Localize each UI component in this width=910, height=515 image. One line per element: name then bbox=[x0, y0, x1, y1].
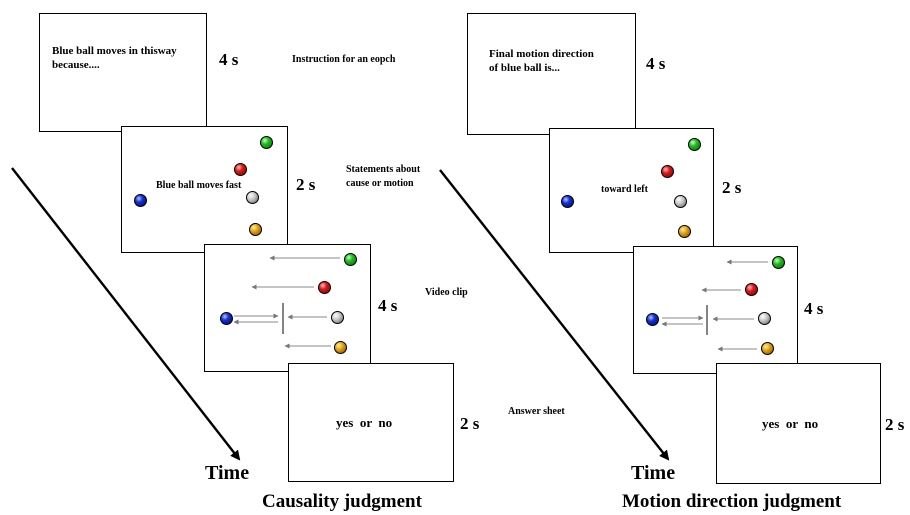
answer-sheet-frame: yes or no bbox=[716, 363, 881, 484]
statement-duration: 2 s bbox=[296, 175, 316, 194]
red-ball bbox=[318, 281, 331, 294]
gold-ball bbox=[761, 342, 774, 355]
green-ball bbox=[772, 256, 785, 269]
video-clip-duration: 4 s bbox=[804, 299, 824, 318]
instruction-text-line1: Final motion direction bbox=[489, 48, 594, 60]
red-ball bbox=[745, 283, 758, 296]
blue-ball bbox=[561, 195, 574, 208]
grey-ball bbox=[331, 311, 344, 324]
instruction-text-line1: Blue ball moves in thisway bbox=[52, 45, 177, 57]
answer-text: yes or no bbox=[336, 415, 393, 430]
instruction-text-line2: of blue ball is... bbox=[489, 62, 560, 74]
statement-frame: toward left bbox=[549, 128, 714, 253]
grey-ball bbox=[758, 312, 771, 325]
answer-text: yes or no bbox=[762, 416, 819, 431]
green-ball bbox=[344, 253, 357, 266]
grey-ball bbox=[246, 191, 259, 204]
time-arrow bbox=[439, 169, 670, 461]
blue-ball bbox=[220, 312, 233, 325]
instruction-frame: Blue ball moves in thisway because.... bbox=[39, 13, 207, 132]
statement-text: Blue ball moves fast bbox=[156, 180, 242, 191]
instruction-duration: 4 s bbox=[646, 54, 666, 73]
time-label: Time bbox=[205, 462, 250, 484]
green-ball bbox=[260, 136, 273, 149]
panel-title: Motion direction judgment bbox=[622, 491, 842, 512]
gold-ball bbox=[678, 225, 691, 238]
instruction-duration: 4 s bbox=[219, 50, 239, 69]
statement-text: toward left bbox=[601, 184, 648, 195]
video-clip-frame bbox=[204, 244, 371, 372]
motion-arrows bbox=[661, 259, 768, 352]
answer-duration: 2 s bbox=[460, 414, 480, 433]
video-clip-duration: 4 s bbox=[378, 296, 398, 315]
blue-ball bbox=[134, 194, 147, 207]
gold-ball bbox=[249, 223, 262, 236]
instruction-note: Instruction for an eopch bbox=[292, 54, 396, 65]
answer-sheet-frame: yes or no bbox=[288, 363, 454, 482]
video-clip-frame bbox=[633, 246, 798, 374]
answer-duration: 2 s bbox=[885, 415, 905, 434]
instruction-text-line2: because.... bbox=[52, 59, 100, 71]
answer-sheet-note: Answer sheet bbox=[508, 406, 565, 417]
grey-ball bbox=[674, 195, 687, 208]
gold-ball bbox=[334, 341, 347, 354]
video-clip-note: Video clip bbox=[425, 287, 468, 298]
time-arrow bbox=[11, 167, 241, 461]
green-ball bbox=[688, 138, 701, 151]
panel-title: Causality judgment bbox=[262, 491, 422, 512]
statement-duration: 2 s bbox=[722, 178, 742, 197]
statement-note-line2: cause or motion bbox=[346, 178, 414, 189]
statement-note-line1: Statements about bbox=[346, 164, 421, 175]
instruction-frame: Final motion direction of blue ball is..… bbox=[467, 13, 636, 135]
blue-ball bbox=[646, 313, 659, 326]
red-ball bbox=[234, 163, 247, 176]
motion-arrows bbox=[233, 255, 340, 349]
time-label: Time bbox=[631, 462, 676, 484]
red-ball bbox=[661, 165, 674, 178]
